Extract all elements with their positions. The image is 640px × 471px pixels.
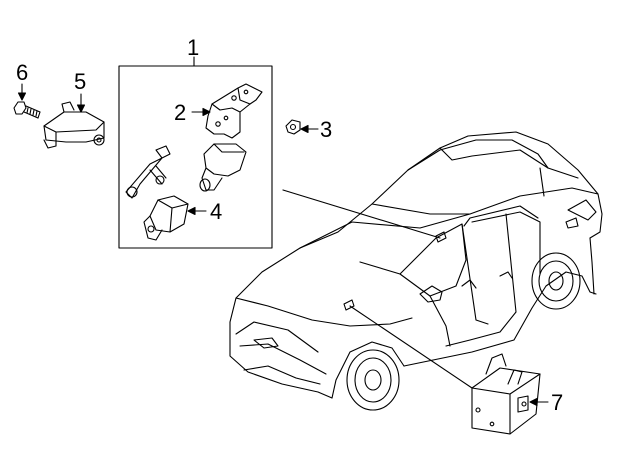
part-4-arrow [187, 206, 207, 216]
callout-2: 2 [174, 100, 187, 125]
front-wheel [346, 349, 400, 411]
part-1-detail-box [118, 65, 273, 249]
part-5-arrow [76, 93, 86, 113]
windshield-sensor-marker [435, 231, 447, 243]
module-location-marker [343, 299, 355, 311]
part-6-arrow [17, 83, 27, 101]
part-6-bolt [13, 101, 41, 119]
part-7-arrow [529, 397, 549, 407]
callout-3: 3 [320, 117, 333, 142]
part-4-sensor [143, 195, 189, 241]
car-illustration [229, 131, 603, 399]
linkage-rod [125, 145, 171, 199]
callout-1: 1 [187, 35, 200, 60]
leader-to-car-sensor [282, 189, 441, 239]
leader-to-module [349, 305, 473, 389]
part-2-bracket [205, 83, 263, 139]
part-7-module [471, 353, 541, 435]
part-3-arrow [300, 124, 319, 134]
callout-5: 5 [74, 69, 87, 94]
part-2-arrow [191, 107, 211, 117]
callout-7: 7 [551, 390, 564, 415]
rear-wheel [531, 252, 581, 310]
part-5-bracket [43, 101, 105, 149]
callout-4: 4 [210, 199, 223, 224]
sensor-body [199, 143, 247, 192]
part-3-nut [285, 119, 301, 135]
callout-6: 6 [16, 60, 29, 85]
